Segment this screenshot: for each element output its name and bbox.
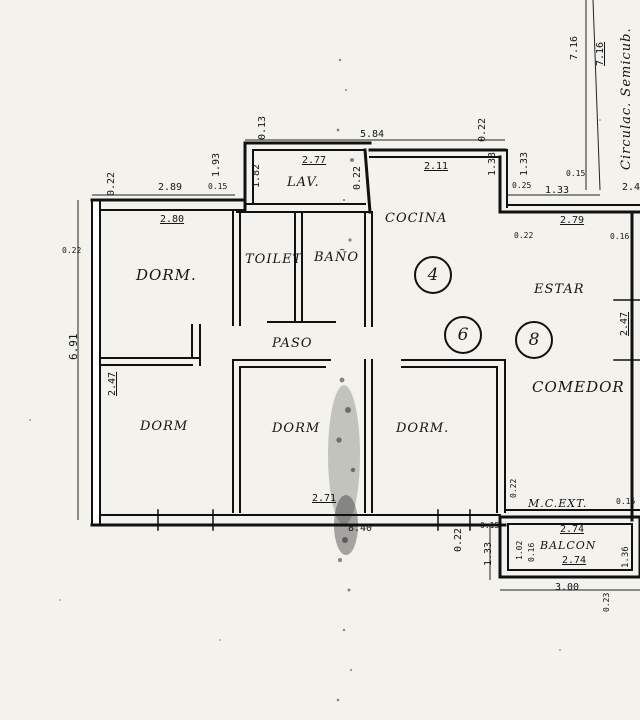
- dim-0-22-side: 0.22: [62, 246, 82, 255]
- dim-0-13: 0.13: [257, 115, 268, 140]
- dim-0-15-bot: 0.15: [480, 521, 500, 530]
- room-label-dorm-3: DORM: [272, 421, 321, 436]
- dim-3-00: 3.00: [555, 582, 580, 593]
- dim-0-15-top: 0.15: [566, 169, 586, 178]
- room-label-balcon: BALCON: [540, 539, 597, 552]
- walls: [90, 141, 640, 579]
- dim-0-23: 0.23: [602, 592, 611, 612]
- dim-1-02: 1.02: [515, 540, 524, 560]
- dim-1-93: 1.93: [211, 152, 222, 177]
- dim-1-33-bot: 1.33: [483, 541, 494, 566]
- dim-1-33-top: 1.33: [519, 151, 530, 176]
- room-label-estar: ESTAR: [534, 282, 585, 297]
- dim-0-22-kit: 0.22: [514, 231, 534, 240]
- dim-0-22-bot: 0.22: [453, 527, 464, 552]
- dim-0-16: 0.16: [610, 232, 630, 241]
- scan-speckle: [29, 58, 601, 702]
- dim-2-47-right: 2.47: [619, 311, 630, 336]
- dim-1-82: 1.82: [251, 163, 262, 188]
- dim-8-40: 8.40: [348, 523, 373, 534]
- dim-0-25: 0.25: [512, 181, 532, 190]
- circle-number-6: 6: [444, 316, 482, 354]
- dim-5-84: 5.84: [360, 129, 385, 140]
- dim-0-16-bal: 0.16: [527, 542, 536, 562]
- dim-0-15-bal: 0.15: [616, 497, 636, 506]
- room-label-paso: PASO: [272, 336, 313, 351]
- dim-2-47-left: 2.47: [107, 371, 118, 396]
- dim-6-91: 6.91: [67, 333, 80, 361]
- dim-2-79: 2.79: [560, 215, 585, 226]
- ink-smudge: [328, 385, 360, 525]
- dim-2-74-b: 2.74: [562, 555, 587, 566]
- dim-1-36: 1.36: [621, 546, 631, 568]
- room-label-mc-ext: M.C.EXT.: [528, 497, 588, 510]
- room-label-comedor: COMEDOR: [532, 378, 625, 396]
- dim-2-80: 2.80: [160, 214, 185, 225]
- dim-2-71: 2.71: [312, 493, 337, 504]
- circle-number-4: 4: [414, 256, 452, 294]
- room-label-dorm-2: DORM: [140, 419, 189, 434]
- dim-7-16: 7.16: [569, 35, 580, 60]
- corner-note: Circulac. Semicub.: [619, 27, 634, 170]
- dim-2-74-a: 2.74: [560, 524, 585, 535]
- room-label-toilet: TOILET: [245, 252, 303, 267]
- room-label-bano: BAÑO: [314, 250, 359, 265]
- dim-0-22-top: 0.22: [477, 117, 488, 142]
- dim-0-22-lav: 0.22: [352, 165, 363, 190]
- room-label-dorm-4: DORM.: [396, 421, 450, 436]
- room-label-cocina: COCINA: [385, 211, 448, 226]
- dim-2-89: 2.89: [158, 182, 183, 193]
- dim-2-4: 2.4: [622, 182, 640, 193]
- room-label-dorm-1: DORM.: [136, 266, 197, 284]
- dim-1-33-mid: 1.33: [545, 185, 570, 196]
- dim-1-33-kit: 1.33: [487, 151, 498, 176]
- dim-0-22-left: 0.22: [106, 171, 117, 196]
- dim-2-11: 2.11: [424, 161, 449, 172]
- circle-number-8: 8: [515, 321, 553, 359]
- dim-0-15-left: 0.15: [208, 182, 228, 191]
- dim-2-77: 2.77: [302, 155, 327, 166]
- dimension-lines: [77, 0, 640, 591]
- dim-0-22-mc: 0.22: [509, 478, 518, 498]
- dim-7-16-b: 7.16: [595, 41, 606, 66]
- room-label-lav: LAV.: [287, 175, 320, 190]
